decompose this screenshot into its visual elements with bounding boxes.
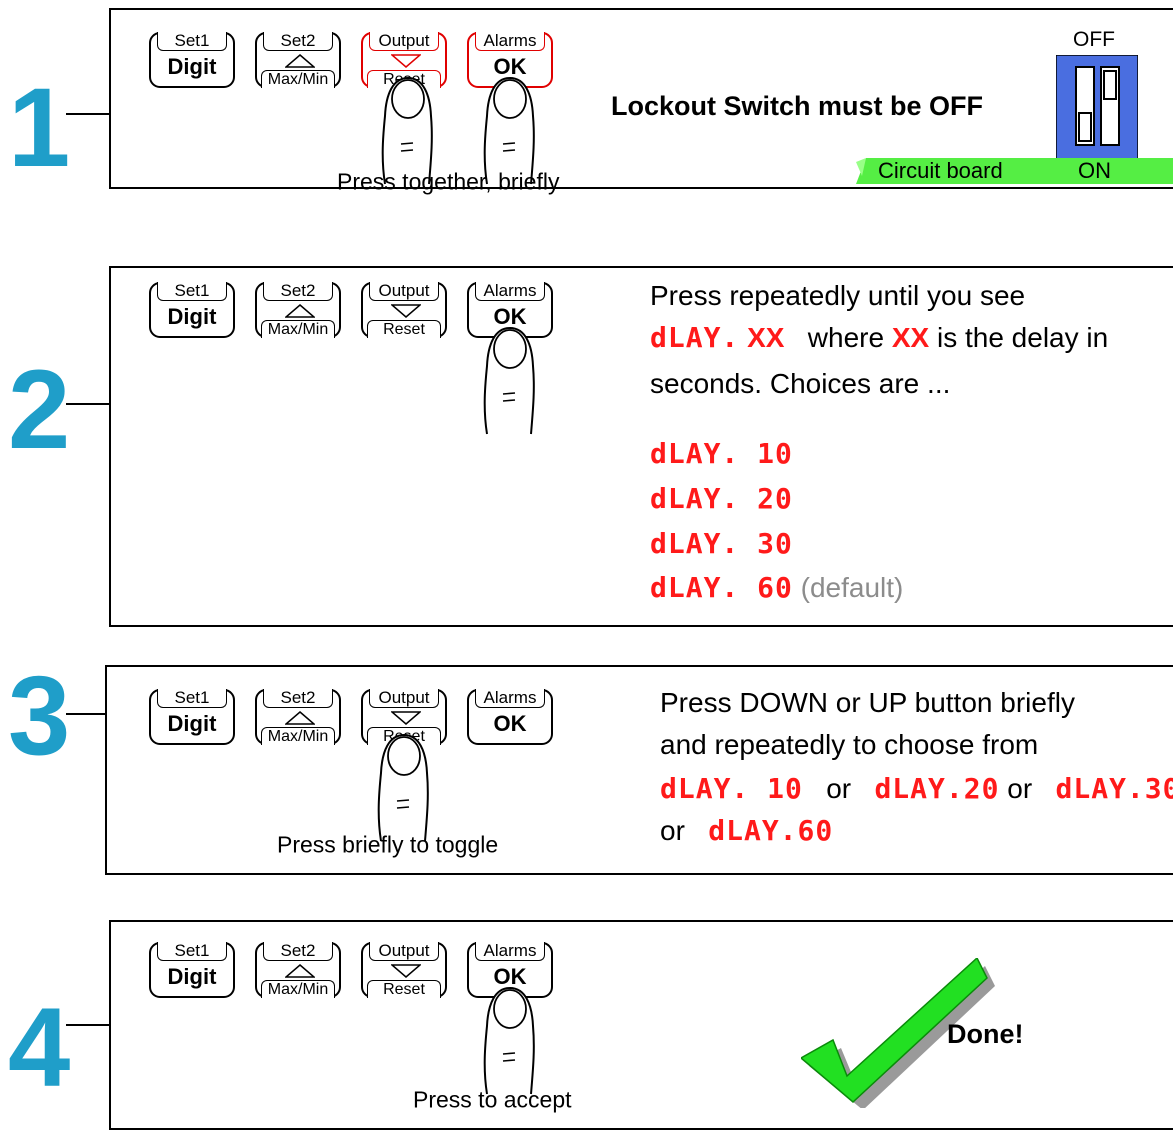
set1-digit-key[interactable]: Set1 Digit [149,32,235,88]
step4-caption: Press to accept [413,1087,572,1114]
step-panel-4: Set1 Digit Set2 Max/Min Output Reset Ala… [109,920,1173,1130]
set1-label: Set1 [157,282,227,301]
option-60: dLAY.60 [708,814,833,847]
set1-digit-key[interactable]: Set1 Digit [149,942,235,998]
switch-off-label: OFF [1073,28,1115,52]
choice-60-row: dLAY. 60 (default) [650,566,903,610]
set2-maxmin-key[interactable]: Set2 Max/Min [255,942,341,998]
step2-line2: dLAY. XX where XX is the delay in [650,316,1108,360]
step3-line3: dLAY. 10 or dLAY.20 or dLAY.30 [660,767,1173,811]
maxmin-label: Max/Min [261,727,335,745]
reset-label: Reset [367,980,441,998]
up-arrow-icon [285,54,315,68]
alarms-ok-key[interactable]: Alarms OK [467,689,553,745]
digit-label: Digit [151,711,233,737]
xx-placeholder-2: XX [892,322,929,353]
choice-60: dLAY. 60 [650,571,793,604]
set1-digit-key[interactable]: Set1 Digit [149,282,235,338]
output-reset-key[interactable]: Output Reset [361,942,447,998]
done-text: Done! [947,1012,1024,1056]
step3-caption: Press briefly to toggle [277,832,498,859]
output-label: Output [369,942,439,961]
ok-label: OK [469,711,551,737]
output-label: Output [369,32,439,51]
switch-on-label: ON [1078,158,1111,184]
set2-label: Set2 [263,282,333,301]
set1-label: Set1 [157,689,227,708]
maxmin-label: Max/Min [261,320,335,338]
step-number-1: 1 [8,72,70,184]
output-label: Output [369,282,439,301]
option-10: dLAY. 10 [660,772,803,805]
up-arrow-icon [285,711,315,725]
default-label: (default) [801,572,904,603]
step-panel-1: Set1 Digit Set2 Max/Min Output Reset Ala… [109,8,1173,189]
step-panel-3: Set1 Digit Set2 Max/Min Output Reset Ala… [105,665,1173,875]
step3-line1: Press DOWN or UP button briefly [660,681,1075,725]
finger-icon [475,314,545,436]
or-text: or [660,815,685,846]
or-text: or [1007,773,1032,804]
digit-label: Digit [151,54,233,80]
option-20: dLAY.20 [874,772,999,805]
step2-line1: Press repeatedly until you see [650,274,1025,318]
maxmin-label: Max/Min [261,70,335,88]
set1-digit-key[interactable]: Set1 Digit [149,689,235,745]
set1-label: Set1 [157,32,227,51]
set2-label: Set2 [263,32,333,51]
output-label: Output [369,689,439,708]
set2-maxmin-key[interactable]: Set2 Max/Min [255,282,341,338]
step2-line3: seconds. Choices are ... [650,362,950,406]
digit-label: Digit [151,304,233,330]
up-arrow-icon [285,964,315,978]
set2-maxmin-key[interactable]: Set2 Max/Min [255,689,341,745]
step-number-2: 2 [8,354,70,466]
choice-30: dLAY. 30 [650,522,793,566]
set2-label: Set2 [263,942,333,961]
digit-label: Digit [151,964,233,990]
step-connector-4 [66,1024,110,1026]
alarms-label: Alarms [475,942,545,961]
alarms-label: Alarms [475,282,545,301]
lcd-code: dLAY. [650,321,739,354]
lockout-text: Lockout Switch must be OFF [611,84,983,128]
option-30: dLAY.30 [1056,772,1173,805]
finger-icon [475,974,545,1096]
step-number-3: 3 [8,660,70,772]
alarms-label: Alarms [475,689,545,708]
step3-line2: and repeatedly to choose from [660,723,1038,767]
is-delay-text: is the delay in [937,322,1108,353]
set2-label: Set2 [263,689,333,708]
up-arrow-icon [285,304,315,318]
down-arrow-icon [391,964,421,978]
set2-maxmin-key[interactable]: Set2 Max/Min [255,32,341,88]
set1-label: Set1 [157,942,227,961]
xx-placeholder: XX [747,322,784,353]
choice-20: dLAY. 20 [650,477,793,521]
output-reset-key[interactable]: Output Reset [361,282,447,338]
step1-caption: Press together, briefly [337,169,559,196]
maxmin-label: Max/Min [261,980,335,998]
finger-icon [369,721,439,843]
step3-line4: or dLAY.60 [660,809,833,853]
reset-label: Reset [367,320,441,338]
alarms-label: Alarms [475,32,545,51]
where-text: where [808,322,884,353]
down-arrow-icon [391,304,421,318]
circuit-board-label: Circuit board [878,158,1003,184]
dip-switch-icon [1056,55,1138,165]
step-connector-1 [66,113,110,115]
step-panel-2: Set1 Digit Set2 Max/Min Output Reset Ala… [109,266,1173,627]
step-connector-2 [66,403,110,405]
choice-10: dLAY. 10 [650,432,793,476]
step-number-4: 4 [8,992,70,1104]
step-connector-3 [66,713,106,715]
or-text: or [826,773,851,804]
